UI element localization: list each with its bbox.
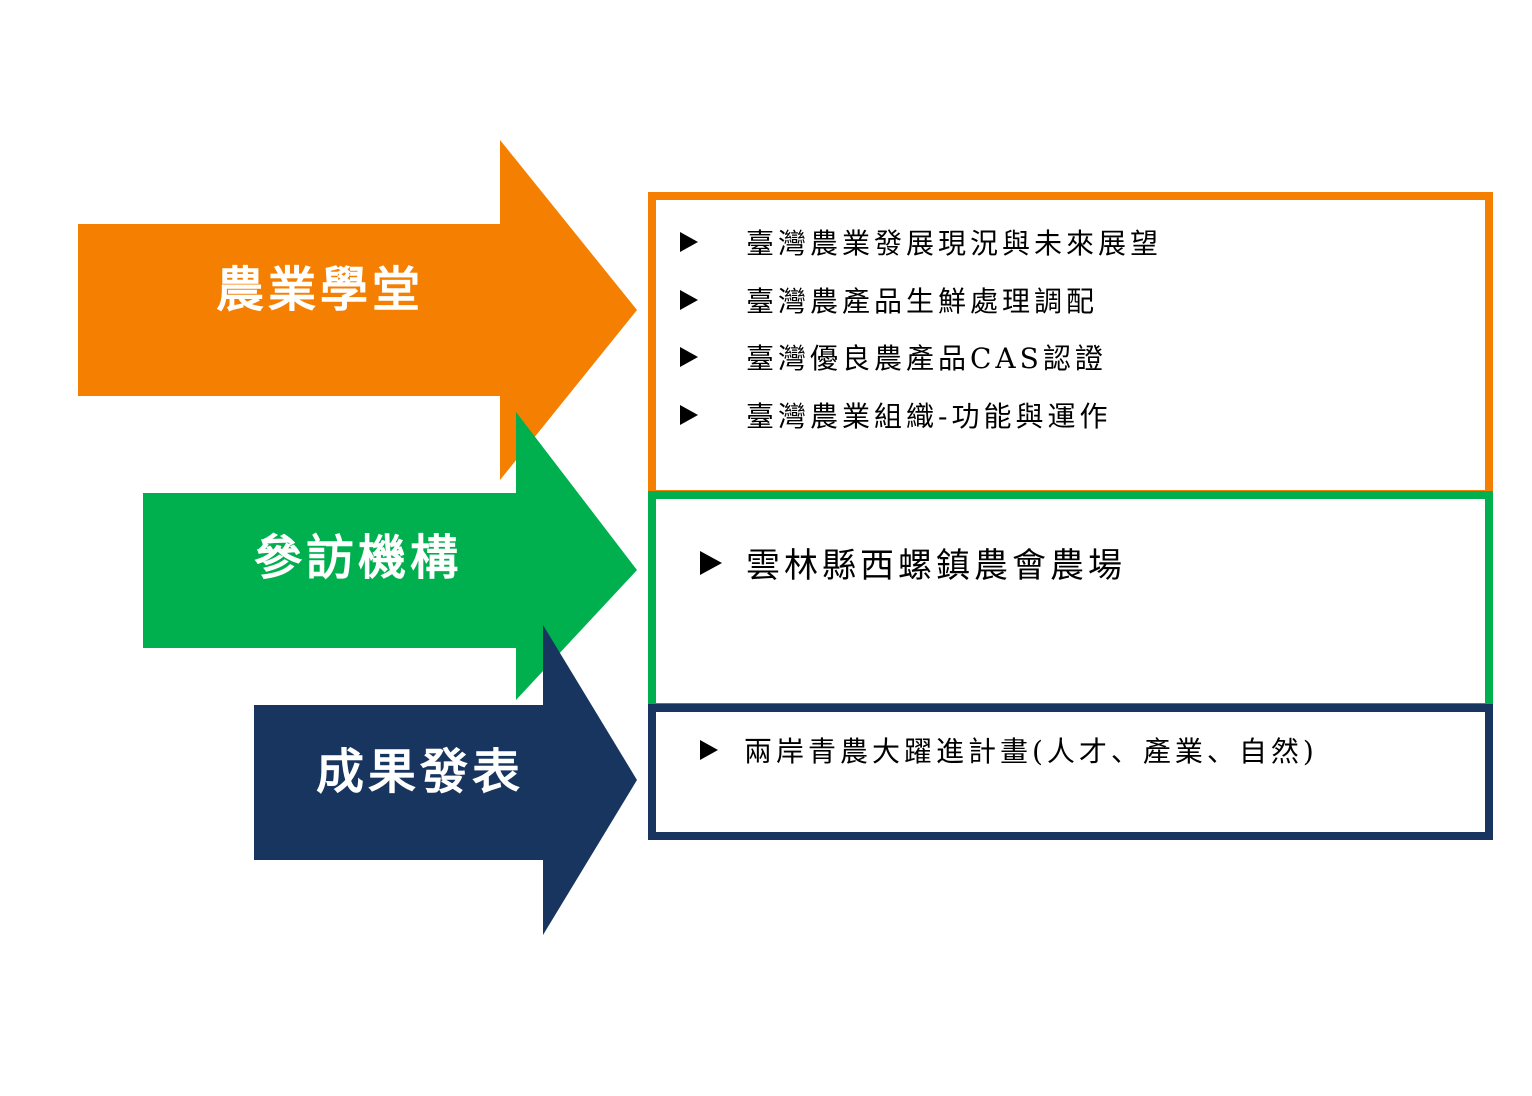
arrowhead-bullet-icon [680,232,698,252]
box-results [648,704,1493,840]
list-item: 臺灣農業組織-功能與運作 [680,395,1111,435]
arrow-green [143,412,637,700]
list-item: 臺灣農業發展現況與未來展望 [680,222,1162,262]
box-agri-school [648,192,1493,498]
arrowhead-bullet-icon [700,550,722,575]
list-item: 臺灣農產品生鮮處理調配 [680,280,1098,320]
arrow-label-visits: 參訪機構 [254,530,463,586]
arrowhead-bullet-icon [700,740,718,760]
arrowhead-bullet-icon [680,347,698,367]
arrow-label-results: 成果發表 [316,744,525,800]
list-item: 兩岸青農大躍進計畫(人才、產業、自然) [700,730,1318,770]
box-visits [648,491,1493,711]
list-item: 雲林縣西螺鎮農會農場 [700,538,1126,587]
arrowhead-bullet-icon [680,290,698,310]
arrow-navy [254,625,637,935]
arrow-label-agri-school: 農業學堂 [216,262,425,318]
list-item: 臺灣優良農產品CAS認證 [680,337,1107,377]
arrow-orange [78,140,637,480]
arrowhead-bullet-icon [680,405,698,425]
